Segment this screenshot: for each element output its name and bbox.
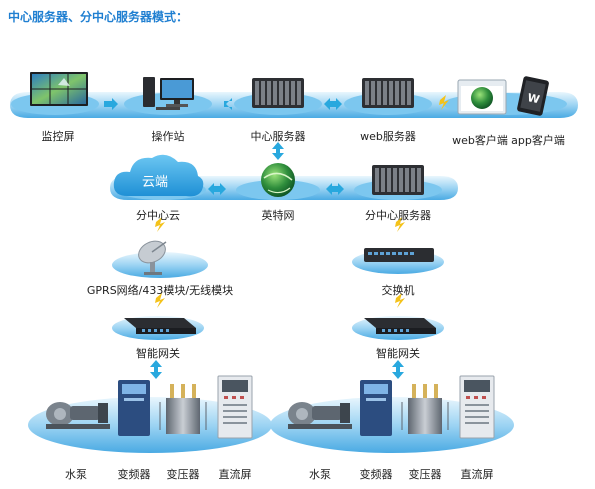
- gateway-left-icon: [124, 318, 196, 334]
- switch-icon: [364, 248, 434, 262]
- gateway-left-label: 智能网关: [136, 347, 180, 360]
- web-client-label: web客户端: [452, 134, 508, 147]
- inverter-right-icon: [360, 380, 392, 436]
- diagram-title: 中心服务器、分中心服务器模式：: [8, 10, 189, 24]
- internet-label: 英特网: [261, 209, 295, 222]
- bolt-gprs-gateway: [155, 293, 165, 308]
- transformer-left-icon: [159, 384, 207, 434]
- monitor-screen-icon: [30, 72, 88, 106]
- arrow-workstation-center: [224, 98, 232, 110]
- app-client-label: app客户端: [511, 134, 565, 147]
- device-right-inverter-label: 变频器: [359, 468, 393, 481]
- device-left-pump-label: 水泵: [65, 468, 87, 481]
- arrow-monitor-workstation: [104, 98, 118, 110]
- switch-label: 交换机: [381, 284, 415, 297]
- gateway-right-icon: [364, 318, 436, 334]
- transformer-right-icon: [401, 384, 449, 434]
- device-left-dcpanel-label: 直流屏: [218, 468, 252, 481]
- center-server-label: 中心服务器: [250, 130, 306, 143]
- cloud-label: 云端: [142, 175, 168, 190]
- device-right-pump-label: 水泵: [309, 468, 331, 481]
- branch-server-icon: [372, 165, 424, 195]
- device-left-transformer-label: 变压器: [166, 468, 200, 481]
- web-server-label: web服务器: [360, 130, 416, 143]
- arrow-gateway-right-devices: [392, 360, 404, 379]
- arrow-internet-branch: [326, 183, 344, 195]
- inverter-left-icon: [118, 380, 150, 436]
- satellite-dish-icon: [138, 240, 167, 275]
- bolt-cloud-gprs: [155, 217, 165, 232]
- cloud-icon: 云端: [113, 154, 204, 197]
- bolt-web-client: [439, 95, 449, 110]
- monitor-screen-label: 监控屏: [41, 130, 75, 143]
- workstation-label: 操作站: [151, 130, 185, 143]
- app-client-icon: W: [517, 76, 549, 116]
- gprs-label: GPRS网络/433模块/无线模块: [86, 284, 234, 297]
- workstation-icon: [143, 77, 194, 110]
- pump-right-icon: [288, 402, 352, 429]
- dc-panel-left-icon: [217, 375, 253, 439]
- bolt-switch-gateway: [395, 293, 405, 308]
- branch-server-label: 分中心服务器: [365, 209, 431, 222]
- pump-left-icon: [46, 402, 110, 429]
- center-server-icon: [252, 78, 304, 108]
- device-right-dcpanel-label: 直流屏: [460, 468, 494, 481]
- device-right-transformer-label: 变压器: [408, 468, 442, 481]
- arrow-center-web: [324, 98, 342, 110]
- dc-panel-right-icon: [459, 375, 495, 439]
- svg-text:W: W: [526, 91, 541, 106]
- gateway-right-label: 智能网关: [376, 347, 420, 360]
- internet-globe-icon: [261, 163, 295, 197]
- arrow-gateway-left-devices: [150, 360, 162, 379]
- bolt-branch-switch: [395, 217, 405, 232]
- arrow-center-internet: [272, 142, 284, 160]
- web-client-icon: [457, 79, 507, 115]
- arrow-cloud-internet: [208, 183, 226, 195]
- web-server-icon: [362, 78, 414, 108]
- device-left-inverter-label: 变频器: [117, 468, 151, 481]
- gprs-band: [112, 252, 208, 278]
- branch-cloud-label: 分中心云: [136, 209, 180, 222]
